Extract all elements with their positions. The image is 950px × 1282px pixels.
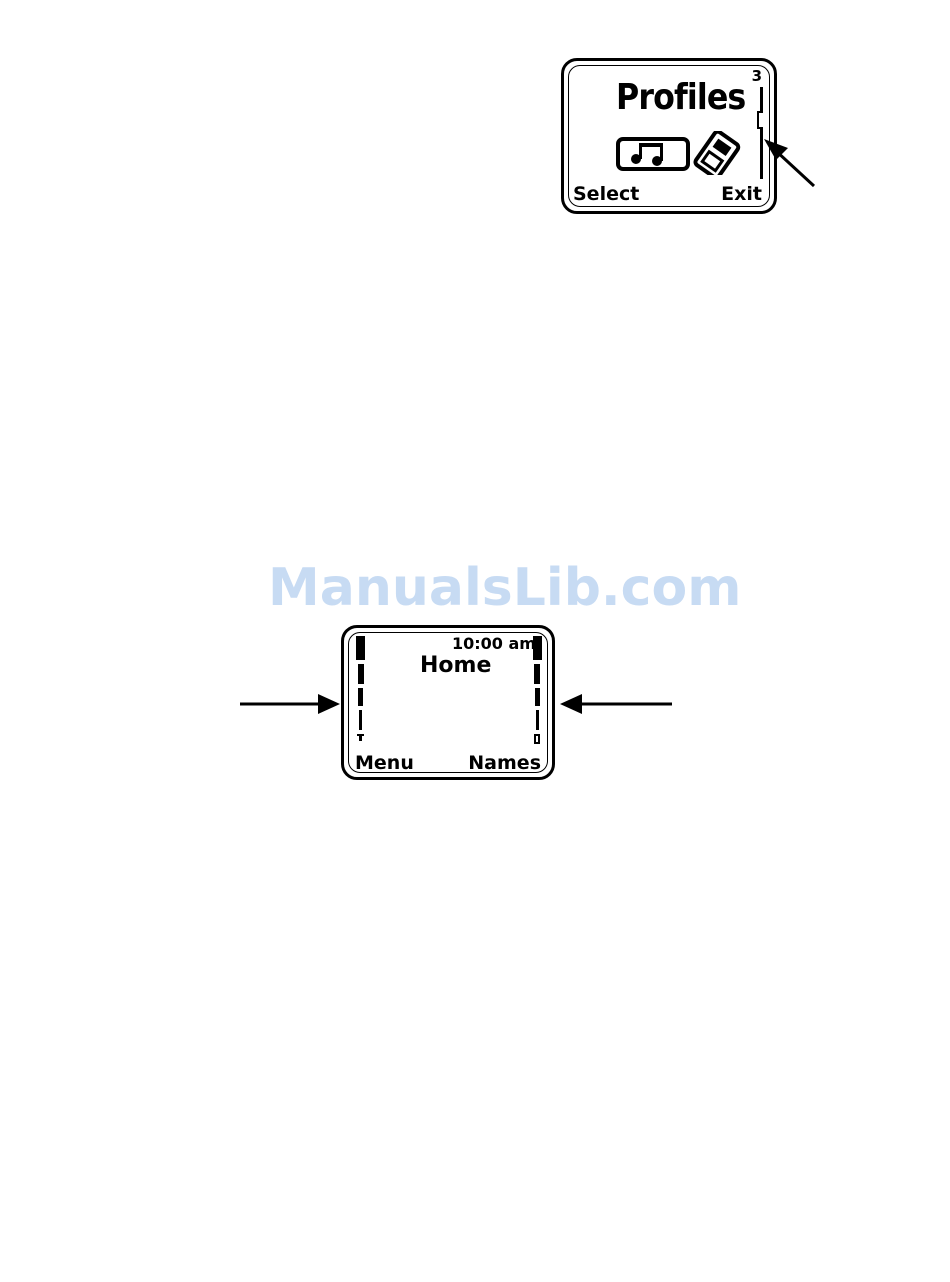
scroll-bar-pointer-arrow xyxy=(764,139,814,186)
battery-indicator-pointer-arrow xyxy=(560,694,672,714)
signal-indicator-pointer-arrow xyxy=(240,694,340,714)
